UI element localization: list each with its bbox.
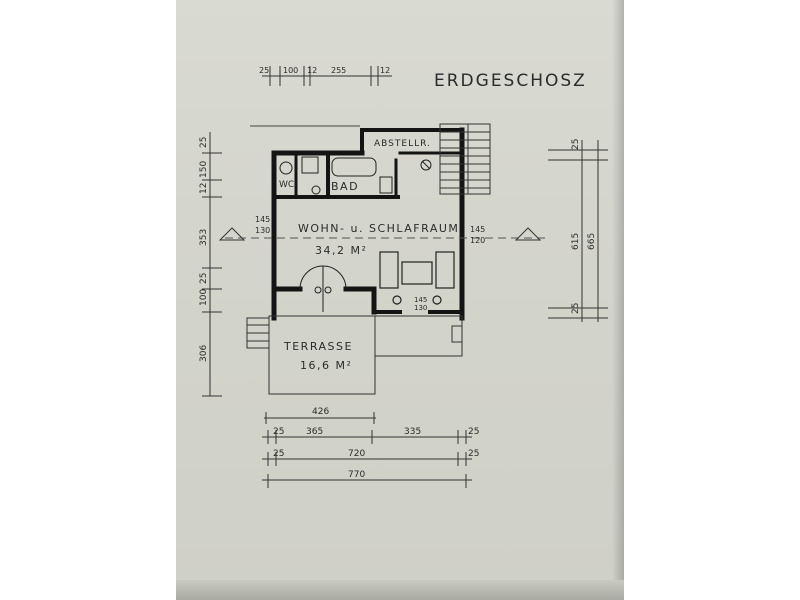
section-marker-left bbox=[218, 227, 246, 241]
bottom-dim-row3-c: 25 bbox=[468, 449, 479, 459]
bottom-dimension-chains bbox=[262, 412, 472, 488]
bottom-dim-row3-b: 720 bbox=[348, 449, 365, 459]
walls bbox=[271, 127, 465, 321]
room-wohn-schlafraum: WOHN- u. SCHLAFRAUM bbox=[298, 222, 459, 235]
right-dim-3: 665 bbox=[587, 233, 597, 250]
right-margin bbox=[624, 0, 800, 600]
left-dim-4: 353 bbox=[199, 229, 209, 246]
right-dimension-chain bbox=[548, 140, 608, 322]
left-dimension-chain bbox=[202, 132, 222, 397]
paper-bottom-shadow bbox=[176, 580, 624, 600]
paper-edge-shadow bbox=[612, 0, 624, 600]
room-abstellraum: ABSTELLR. bbox=[374, 139, 431, 149]
top-dimension-chain bbox=[262, 66, 392, 86]
left-margin bbox=[0, 0, 176, 600]
room-terrasse: TERRASSE bbox=[283, 340, 353, 353]
bottom-dim-row3-a: 25 bbox=[273, 449, 284, 459]
room-wohn-area: 34,2 M² bbox=[315, 244, 367, 257]
bottom-dim-row2-a: 25 bbox=[273, 427, 284, 437]
furniture bbox=[379, 251, 455, 305]
window-middle-top: 145 bbox=[414, 296, 427, 304]
plan-title: ERDGESCHOSZ bbox=[434, 71, 587, 91]
bottom-dim-row1: 426 bbox=[312, 407, 329, 417]
bottom-dim-row2-b: 365 bbox=[306, 427, 323, 437]
left-dim-3: 12 bbox=[199, 183, 209, 194]
room-bad: BAD bbox=[331, 180, 359, 193]
left-dim-1: 25 bbox=[199, 137, 209, 148]
window-middle-bottom: 130 bbox=[414, 304, 427, 312]
room-terrasse-area: 16,6 M² bbox=[300, 359, 352, 372]
terrace-door bbox=[299, 265, 347, 312]
left-dim-5: 25 bbox=[199, 273, 209, 284]
terrace bbox=[246, 315, 463, 395]
right-dim-2: 615 bbox=[571, 233, 581, 250]
window-right-bottom: 120 bbox=[470, 236, 485, 245]
left-dim-2: 150 bbox=[199, 161, 209, 178]
bottom-dim-row2-c: 335 bbox=[404, 427, 421, 437]
window-left-bottom: 130 bbox=[255, 226, 270, 235]
window-left-top: 145 bbox=[255, 215, 270, 224]
top-dim-5: 12 bbox=[380, 66, 390, 75]
top-dim-3: 12 bbox=[307, 66, 317, 75]
top-dim-4: 255 bbox=[331, 66, 346, 75]
paper-sheet bbox=[176, 0, 624, 600]
top-dim-2: 100 bbox=[283, 66, 298, 75]
window-right-top: 145 bbox=[470, 225, 485, 234]
bathroom-fixtures bbox=[279, 156, 432, 195]
bottom-dim-row2-d: 25 bbox=[468, 427, 479, 437]
bottom-dim-row4: 770 bbox=[348, 470, 365, 480]
right-dim-4: 25 bbox=[571, 303, 581, 314]
left-dim-6: 100 bbox=[199, 289, 209, 306]
top-dim-1: 25 bbox=[259, 66, 269, 75]
right-dim-1: 25 bbox=[571, 139, 581, 150]
section-marker-right bbox=[514, 227, 542, 241]
room-wc: WC bbox=[279, 180, 294, 190]
left-dim-7: 306 bbox=[199, 345, 209, 362]
stairs-top-right bbox=[439, 123, 491, 195]
